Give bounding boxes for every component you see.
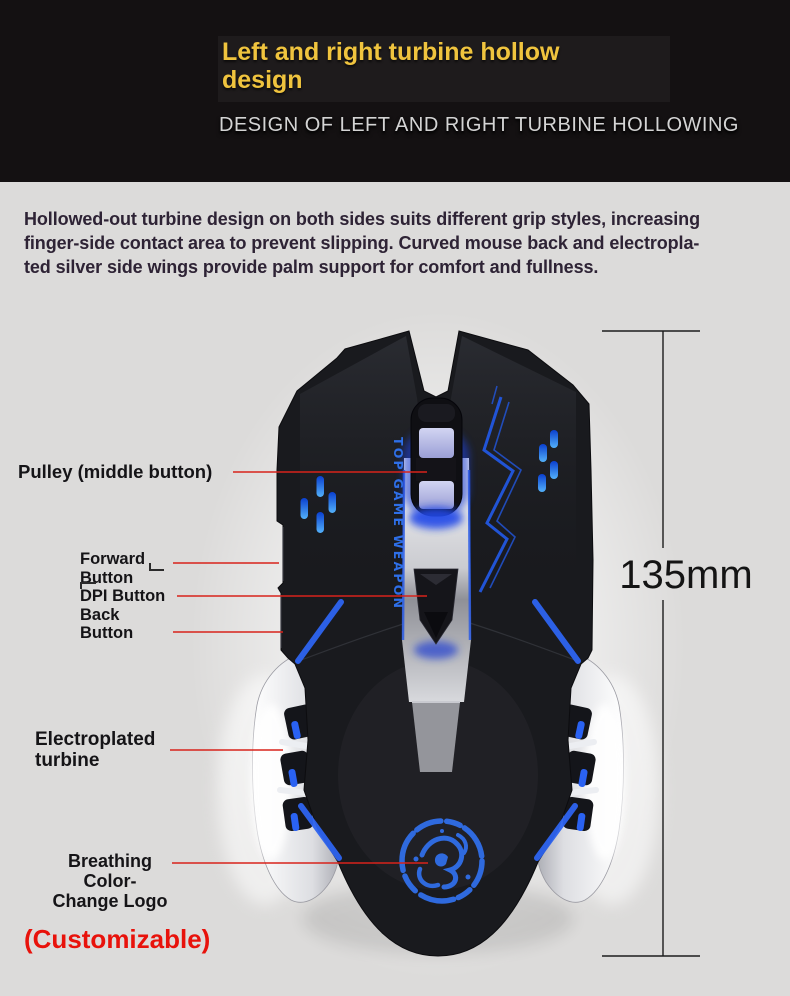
height-dimension-lines	[602, 330, 700, 957]
dpi-label: DPI Button	[80, 587, 166, 605]
right-wing-electroplated-turbine	[537, 650, 625, 903]
left-turbine-slots	[277, 704, 321, 832]
side-buttons-edge	[280, 527, 284, 648]
stray-mark	[149, 563, 164, 571]
back-label-line1: Back	[80, 605, 120, 624]
description-paragraph: Hollowed-out turbine design on both side…	[24, 207, 774, 279]
height-dimension-label: 135mm	[619, 553, 753, 597]
back-label-line2: Button	[80, 624, 134, 642]
page-subtitle: DESIGN OF LEFT AND RIGHT TURBINE HOLLOWI…	[219, 114, 739, 136]
wheel-window-bottom	[419, 481, 454, 509]
callout-lines	[170, 471, 428, 864]
chrome-center-strip	[401, 458, 472, 776]
lightning-decal	[478, 385, 523, 593]
scroll-wheel	[403, 397, 469, 529]
right-led-cluster	[538, 430, 558, 492]
photo-glow	[190, 310, 686, 980]
wing-blue-piping	[295, 599, 581, 861]
mouse-body	[276, 330, 594, 957]
electroplated-label: Electroplated turbine	[35, 729, 156, 771]
customizable-label: (Customizable)	[24, 924, 211, 954]
description-line: ted silver side wings provide palm suppo…	[24, 257, 599, 277]
left-wing-electroplated-turbine	[251, 650, 339, 903]
pulley-label: Pulley (middle button)	[18, 461, 213, 482]
header-band	[0, 0, 790, 182]
side-buttons-labels: Forward Button DPI Button Back Button	[80, 550, 165, 643]
matte-gray-segment	[412, 702, 460, 772]
right-turbine-slots	[555, 704, 599, 832]
wheel-rubber-band	[416, 458, 456, 481]
forward-label-line1: Forward	[80, 550, 146, 568]
stray-mark	[80, 582, 96, 589]
title-backdrop	[218, 36, 670, 102]
dpi-button	[413, 568, 459, 659]
description-line: finger-side contact area to prevent slip…	[24, 233, 700, 253]
description-line: Hollowed-out turbine design on both side…	[24, 209, 700, 229]
wheel-window-top	[419, 428, 454, 458]
logo-dragon-emblem	[399, 818, 485, 904]
left-led-cluster	[300, 476, 336, 533]
engraving-text: TOP GAME WEAPON	[391, 437, 406, 610]
breathing-logo-label: Breathing Color- Change Logo	[52, 851, 168, 911]
page-title: Left and right turbine hollow design	[222, 38, 560, 94]
